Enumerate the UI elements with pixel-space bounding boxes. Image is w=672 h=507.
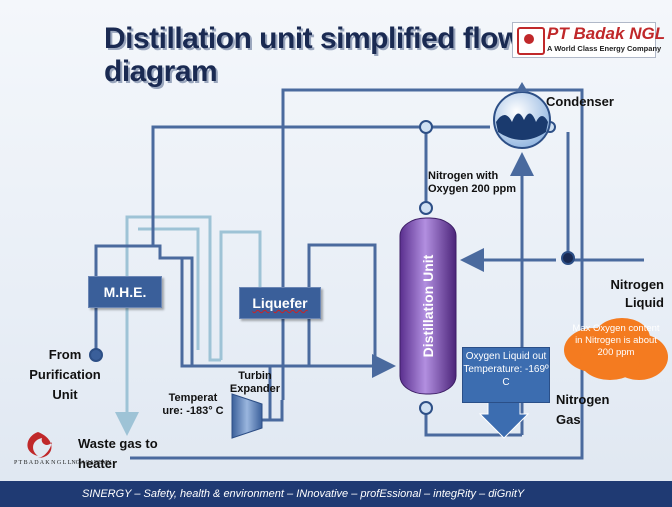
- waste-gas-label: Waste gas to heater: [78, 436, 158, 471]
- liquefer-label: Liquefer: [252, 295, 308, 311]
- nitrogen-liquid-label: Nitrogen Liquid: [610, 277, 664, 310]
- condenser-label: Condenser: [546, 94, 614, 109]
- logo-name: PT Badak NGL: [547, 24, 666, 43]
- condenser-vessel: [493, 82, 551, 149]
- badak-logo-icon: [517, 27, 545, 55]
- turbine-expander-shape: [231, 393, 263, 439]
- temperature-label: Temperat ure: -183° C: [162, 392, 224, 417]
- mhe-box: M.H.E.: [88, 276, 162, 308]
- academy-text: P T B A D A K N G L LNG ACADEMY: [14, 460, 112, 466]
- cloud-puff: [580, 340, 640, 380]
- logo-tagline: A World Class Energy Company: [547, 44, 662, 53]
- distillation-label: Distillation Unit: [420, 254, 436, 358]
- nitrogen-gas-label: Nitrogen Gas: [556, 392, 610, 427]
- cloud-text: Max Oxygen content in Nitrogen is about …: [572, 323, 660, 358]
- footer-text: SINERGY – Safety, health & environment –…: [82, 488, 525, 500]
- turbin-expander-label: Turbin Expander: [229, 370, 281, 395]
- company-logo: PT Badak NGL A World Class Energy Compan…: [512, 22, 665, 58]
- lng-academy-logo: P T B A D A K N G L LNG ACADEMY: [12, 430, 112, 470]
- max-oxygen-cloud: Max Oxygen content in Nitrogen is about …: [564, 318, 668, 380]
- footer-bar: SINERGY – Safety, health & environment –…: [0, 481, 672, 507]
- academy-emblem-icon: [27, 432, 52, 458]
- nitrogen-oxygen-label: Nitrogen with Oxygen 200 ppm: [428, 170, 517, 195]
- connection-nodes: [89, 120, 575, 415]
- oxygen-liquid-callout: Oxygen Liquid out Temperature: -169º C: [462, 347, 550, 403]
- from-purification-label: From Purification Unit: [29, 347, 101, 402]
- mhe-label: M.H.E.: [103, 284, 147, 300]
- liquefer-box: Liquefer: [239, 287, 321, 319]
- page-title: Distillation unit simplified flow diagra…: [104, 22, 521, 88]
- distillation-column: [399, 217, 457, 395]
